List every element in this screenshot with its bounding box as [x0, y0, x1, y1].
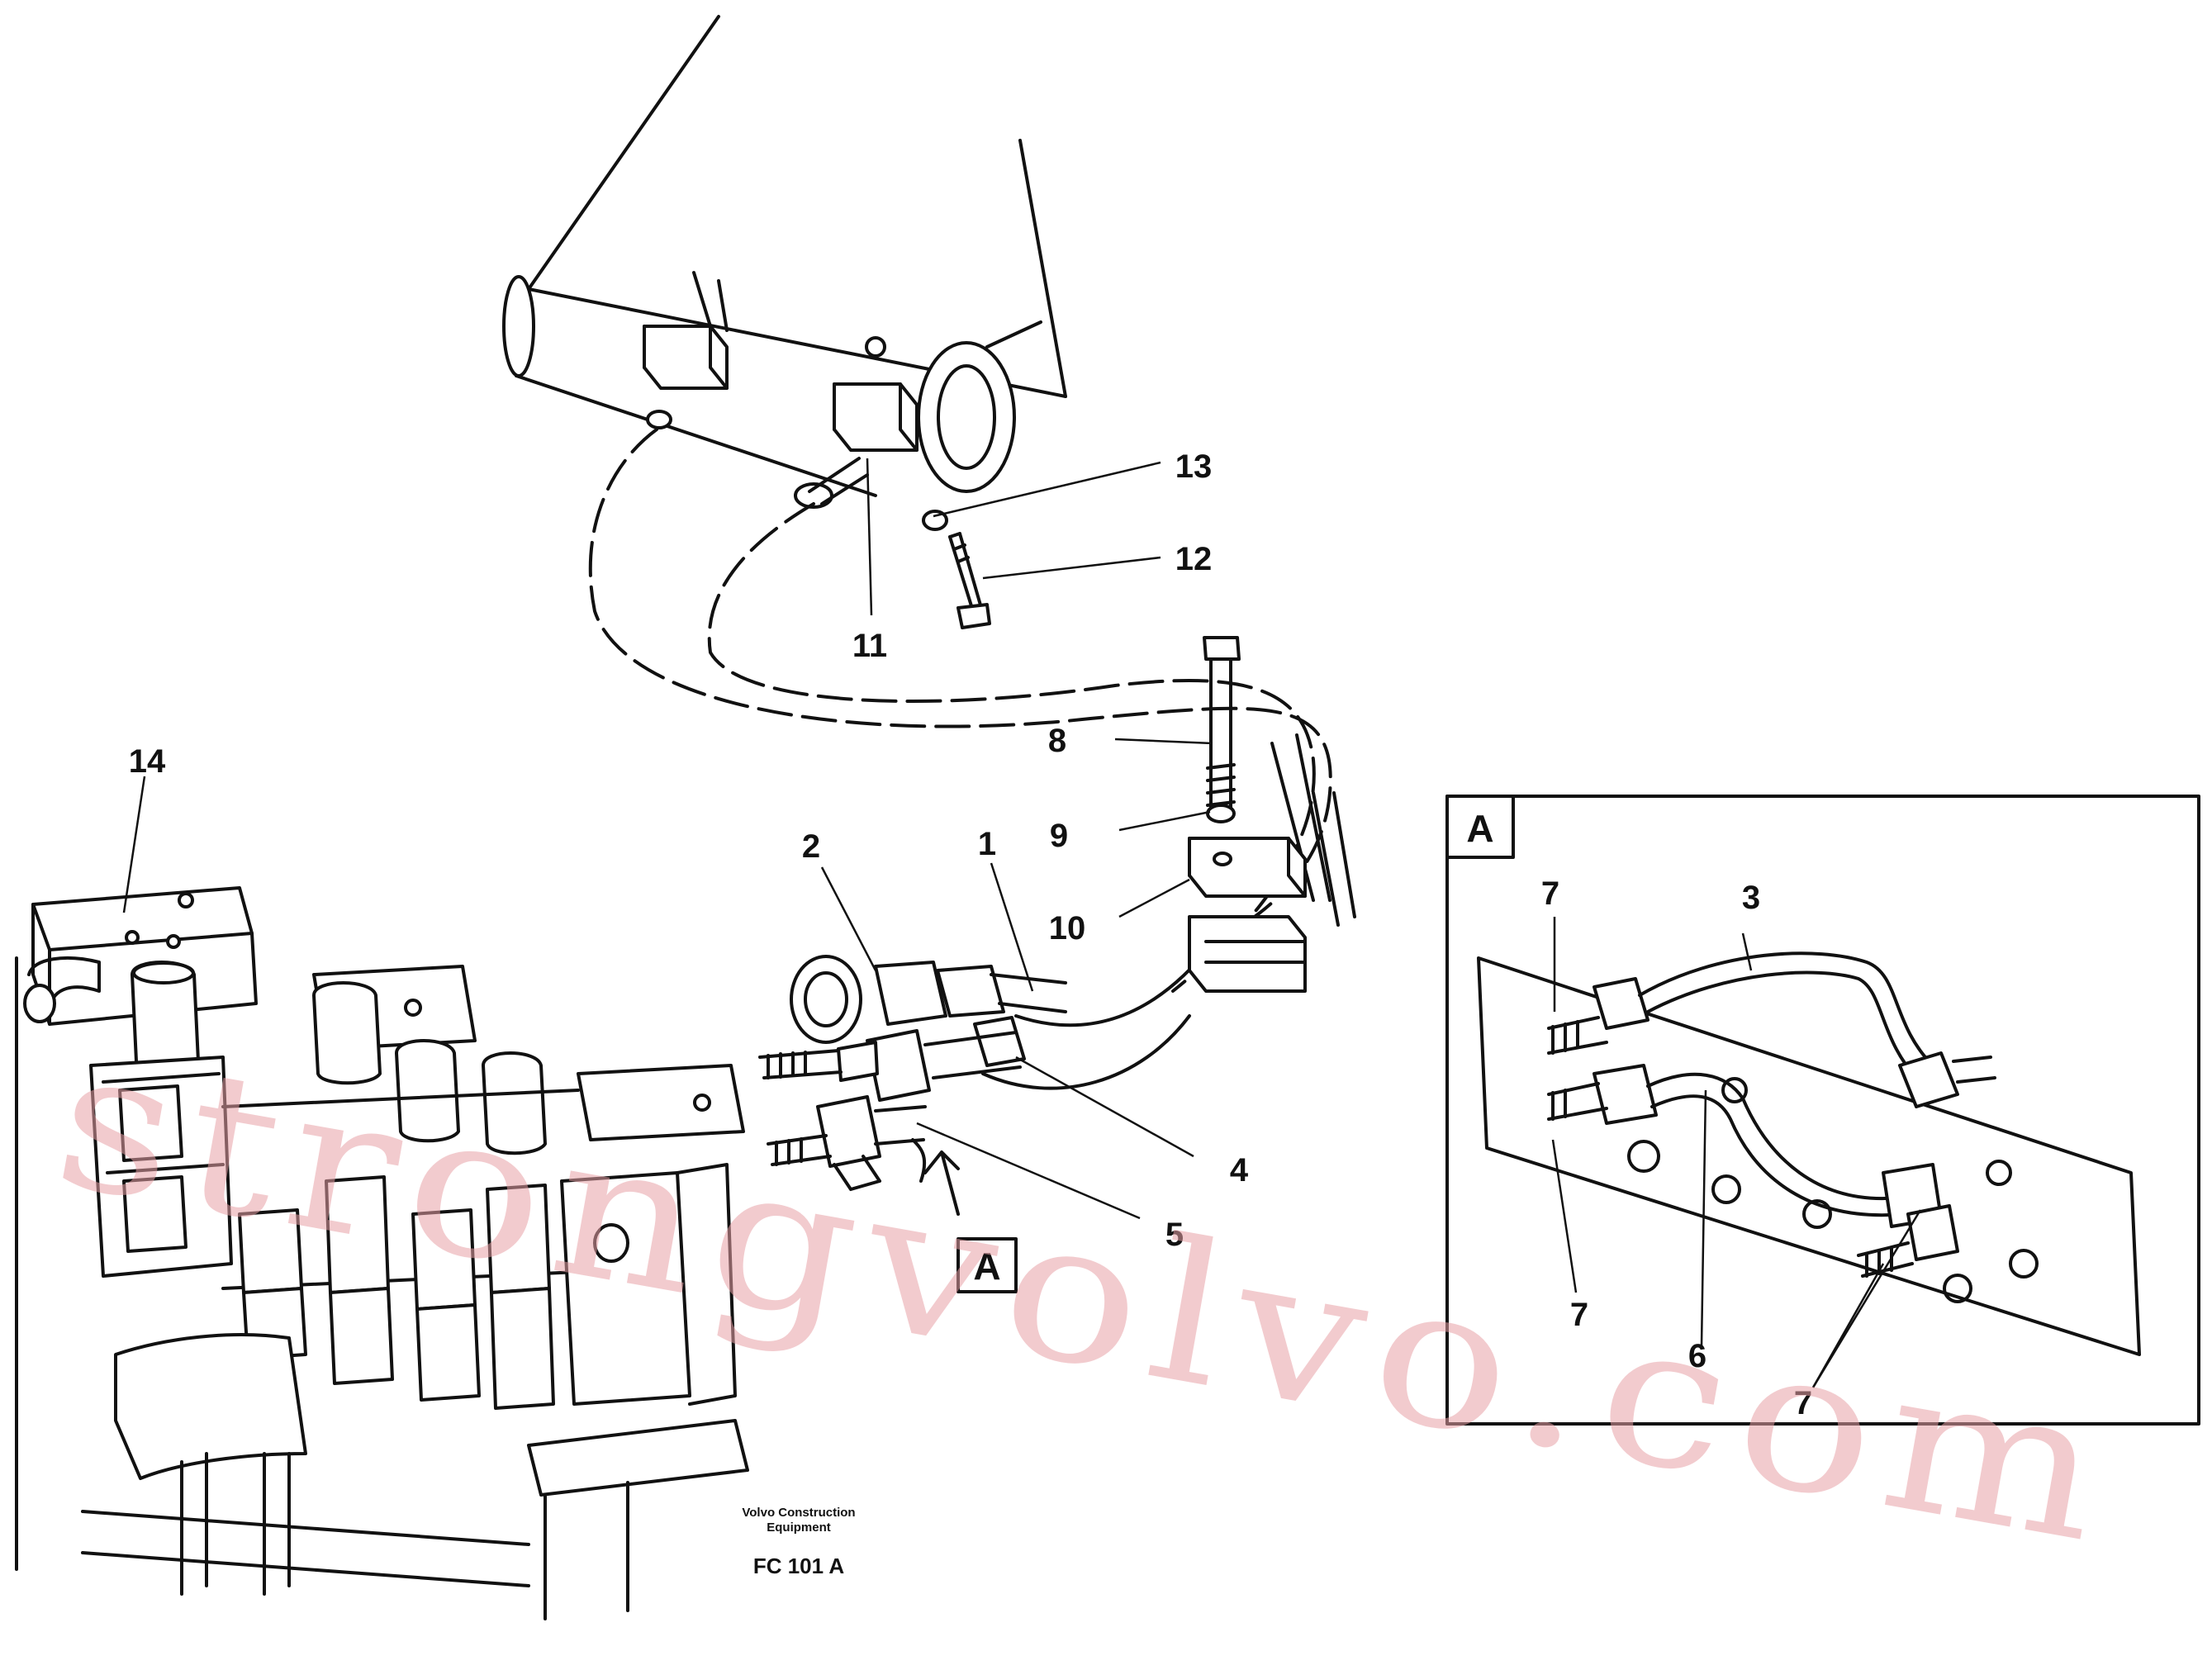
callout-10: 10 — [1049, 910, 1086, 946]
view-a-marker: A — [956, 1237, 1018, 1293]
callout-8: 8 — [1048, 723, 1066, 759]
callout-7-upper: 7 — [1541, 875, 1559, 912]
callout-numbers: 1 2 3 4 5 6 7 7 7 8 9 10 11 12 13 14 — [129, 448, 1812, 1421]
boom-hose-clamp-right — [794, 336, 919, 509]
callout-3: 3 — [1742, 880, 1760, 916]
brand-line-1: Volvo Construction — [742, 1506, 855, 1520]
control-valve-block — [15, 886, 749, 1620]
boom-cylinder — [502, 15, 1067, 497]
callout-7-lower: 7 — [1570, 1297, 1588, 1333]
callout-1: 1 — [978, 826, 996, 862]
brand-line-2: Equipment — [767, 1521, 831, 1535]
callout-7-right: 7 — [1794, 1385, 1812, 1421]
bolt-part-8 — [1203, 636, 1241, 819]
callout-14: 14 — [129, 743, 166, 780]
detail-view-label-box — [1445, 795, 1515, 859]
view-a-marker-label: A — [973, 1245, 1000, 1288]
callout-9: 9 — [1050, 818, 1068, 854]
detail-view-a — [1445, 795, 2200, 1426]
clamp-part-10 — [1188, 837, 1307, 993]
callout-5: 5 — [1165, 1217, 1184, 1253]
pipe-fittings — [758, 955, 1067, 1216]
washer-part-9 — [1206, 804, 1236, 823]
leader-lines — [122, 458, 1922, 1388]
figure-code: FC 101 A — [753, 1554, 845, 1578]
view-a-arrow — [923, 1150, 960, 1216]
bolt-part-12 — [922, 510, 991, 629]
detail-view-label: A — [1466, 807, 1493, 850]
figure-footer: Volvo Construction Equipment FC 101 A — [742, 1506, 855, 1578]
callout-2: 2 — [802, 828, 820, 865]
callout-6: 6 — [1688, 1338, 1706, 1374]
boom-hose-clamp-left — [643, 271, 729, 429]
callout-13: 13 — [1175, 448, 1213, 485]
callout-11: 11 — [852, 628, 887, 664]
callout-4: 4 — [1230, 1152, 1249, 1188]
callout-12: 12 — [1175, 541, 1213, 577]
